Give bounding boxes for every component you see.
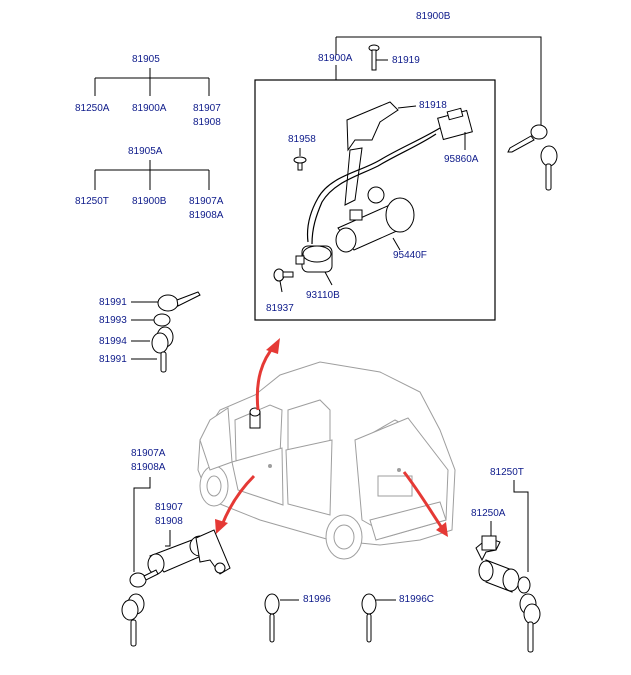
label-81250a-bottom: 81250A xyxy=(471,508,506,519)
lock-cylinder-95440f-icon xyxy=(335,186,415,253)
vehicle-illustration xyxy=(197,361,456,560)
label-81919: 81919 xyxy=(392,55,420,66)
label-81250t-bottom: 81250T xyxy=(490,467,524,478)
label-81958: 81958 xyxy=(288,134,316,145)
label-95440f: 95440F xyxy=(393,250,427,261)
arrow-heads xyxy=(215,338,448,537)
tree-lines xyxy=(94,36,542,601)
label-81907-tree: 81907 xyxy=(193,103,221,114)
tailgate-lock-81250a-icon xyxy=(475,535,520,593)
door-key-on-car-icon xyxy=(249,407,261,429)
key-81996c-icon xyxy=(361,593,377,643)
arrow-to-door-lock xyxy=(220,474,256,526)
connector-95860a-icon xyxy=(437,107,473,150)
label-81994: 81994 xyxy=(99,336,127,347)
label-81937: 81937 xyxy=(266,303,294,314)
label-81905a: 81905A xyxy=(128,146,163,157)
label-81908a-bottom: 81908A xyxy=(131,462,166,473)
screw-81958-icon xyxy=(293,148,307,171)
label-81996c: 81996C xyxy=(399,594,435,605)
bolt-81919-icon xyxy=(368,44,388,71)
label-95860a: 95860A xyxy=(444,154,479,165)
label-81905: 81905 xyxy=(132,54,160,65)
label-81250a-tree: 81250A xyxy=(75,103,110,114)
label-81250t-tree: 81250T xyxy=(75,196,109,207)
key-81996-icon xyxy=(264,593,280,643)
screw-81937-icon xyxy=(273,268,294,293)
ignition-assembly-frame xyxy=(254,79,496,321)
ignition-switch-93110b-icon xyxy=(295,245,333,286)
label-81908a-tree: 81908A xyxy=(189,210,224,221)
label-81908-bottom: 81908 xyxy=(155,516,183,527)
label-81907a-bottom: 81907A xyxy=(131,448,166,459)
key-set-81991-icon xyxy=(151,291,201,373)
label-81993: 81993 xyxy=(99,315,127,326)
label-81991-b: 81991 xyxy=(99,354,127,365)
label-81996: 81996 xyxy=(303,594,331,605)
door-lock-81907-icon xyxy=(147,529,231,575)
label-81907a-tree: 81907A xyxy=(189,196,224,207)
key-set-81907a-icon xyxy=(121,569,159,647)
key-set-81900b-icon xyxy=(507,124,558,191)
label-81918: 81918 xyxy=(419,100,447,111)
label-81907-bottom: 81907 xyxy=(155,502,183,513)
label-81900a: 81900A xyxy=(318,53,353,64)
label-81991-a: 81991 xyxy=(99,297,127,308)
wiring-harness-icon xyxy=(306,127,441,245)
label-81900b: 81900B xyxy=(416,11,451,22)
arrow-to-tailgate-lock xyxy=(402,471,444,529)
label-81908-tree: 81908 xyxy=(193,117,221,128)
label-81900a-tree: 81900A xyxy=(132,103,167,114)
label-93110b: 93110B xyxy=(306,290,340,301)
label-81900b-tree: 81900B xyxy=(132,196,167,207)
key-set-81250t-icon xyxy=(517,576,541,653)
